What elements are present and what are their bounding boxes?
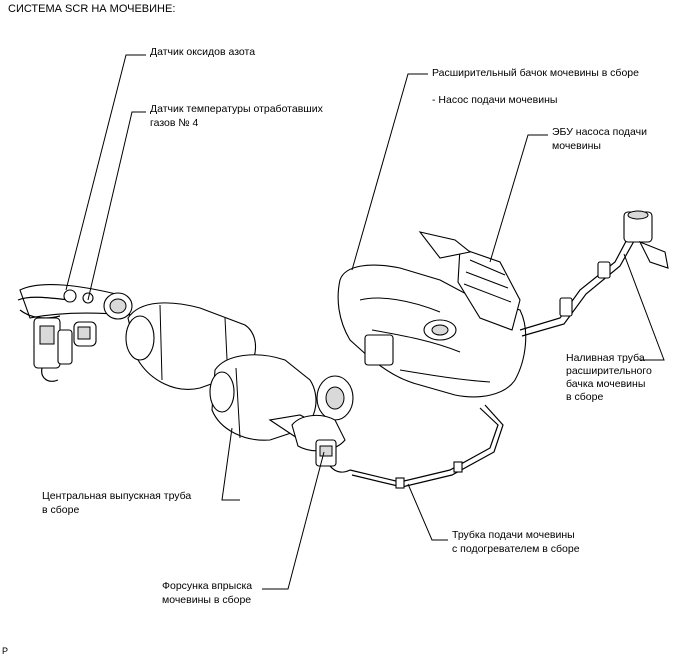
urea-supply-hose (349, 404, 504, 489)
figure-id: P (2, 646, 9, 656)
center-pipe-label-line1: Центральная выпускная труба (42, 490, 192, 502)
nox-sensor-unit (33, 289, 94, 382)
ecu-label-line1: ЭБУ насоса подачи (552, 126, 648, 138)
center-exhaust-pipe (209, 354, 354, 452)
leader-lines (65, 54, 665, 590)
hose-label-line2: с подогревателем в сборе (452, 543, 580, 555)
filler-label-line4: в сборе (566, 391, 604, 403)
ecu-label-line2: мочевины (552, 140, 601, 152)
temp-sensor-label-line1: Датчик температуры отработавших (150, 103, 323, 115)
hose-label-line1: Трубка подачи мочевины (452, 529, 575, 541)
injector-label-line1: Форсунка впрыска (162, 580, 253, 592)
injector-label-line2: мочевины в сборе (162, 594, 252, 606)
filler-label-line3: бачка мочевины (566, 378, 646, 390)
pump-ecu (418, 231, 521, 331)
center-pipe-label-line2: в сборе (42, 504, 80, 516)
exhaust-front-pipe (17, 284, 133, 320)
temp-sensor-unit (73, 321, 97, 347)
tank-label-line1: Расширительный бачок мочевины в сборе (432, 67, 639, 79)
filler-label-line1: Наливная труба (566, 352, 645, 364)
diagram-title: СИСТЕМА SCR НА МОЧЕВИНЕ: (8, 3, 176, 15)
tank-label-line2: - Насос подачи мочевины (432, 94, 558, 106)
filler-label-line2: расширительного (566, 365, 652, 377)
urea-injector (315, 439, 351, 473)
nox-sensor-label: Датчик оксидов азота (150, 46, 256, 58)
temp-sensor-label-line2: газов № 4 (150, 117, 199, 129)
urea-tank (337, 264, 527, 398)
urea-filler-pipe (519, 210, 669, 337)
